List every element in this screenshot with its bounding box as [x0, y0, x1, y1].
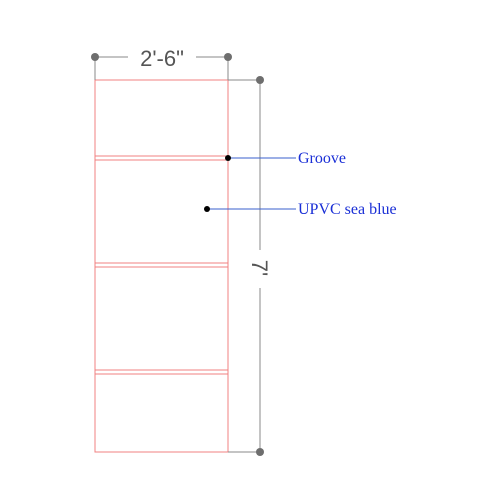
height-dimension: 7'	[228, 76, 272, 456]
height-endpoint-bottom	[256, 448, 264, 456]
width-endpoint-left	[91, 53, 99, 61]
door-frame-outline	[94, 79, 229, 453]
groove-leader-dot	[225, 155, 231, 161]
material-label: UPVC sea blue	[298, 201, 397, 218]
height-endpoint-top	[256, 76, 264, 84]
height-dimension-label: 7'	[247, 260, 272, 276]
groove-callout: Groove	[225, 150, 346, 167]
width-dimension-label: 2'-6"	[140, 46, 184, 71]
door-elevation	[94, 79, 229, 453]
width-dimension: 2'-6"	[91, 46, 232, 80]
material-leader-dot	[204, 206, 210, 212]
material-callout: UPVC sea blue	[204, 201, 397, 218]
groove-label: Groove	[298, 150, 346, 167]
width-endpoint-right	[224, 53, 232, 61]
